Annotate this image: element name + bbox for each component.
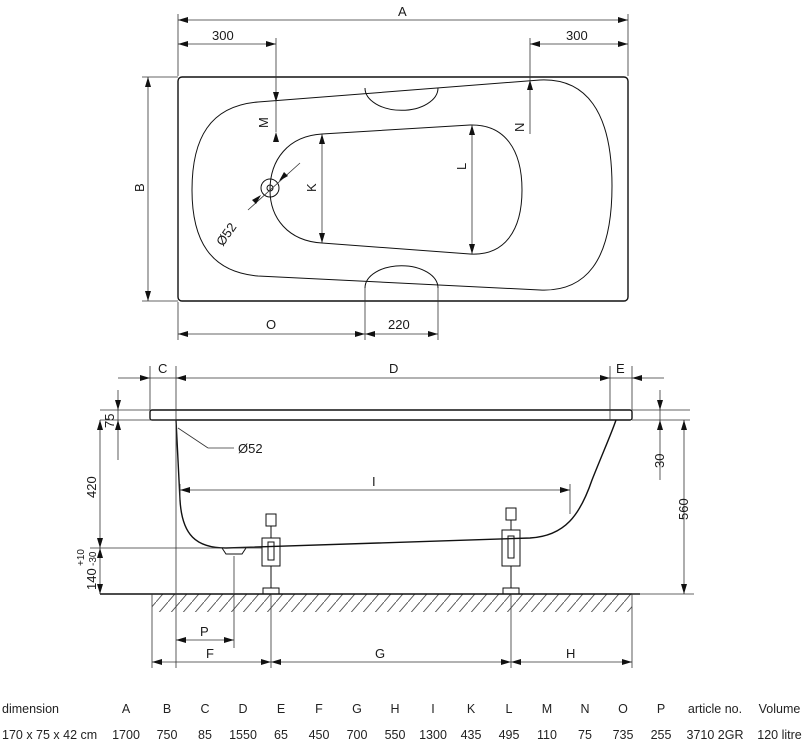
table-header-cell: G: [352, 702, 362, 716]
table-cell: 65: [274, 728, 288, 742]
dim-label-30: 30: [652, 454, 667, 468]
table-cell: 1550: [229, 728, 257, 742]
dim-label-f: F: [206, 646, 214, 661]
table-header-cell: E: [276, 702, 286, 716]
floor-hatch: [152, 594, 632, 612]
table-header-cell: H: [390, 702, 400, 716]
dim-label-300-left: 300: [212, 28, 234, 43]
table-header-cell: O: [618, 702, 628, 716]
table-cell: 1300: [419, 728, 447, 742]
table-cell: 170 x 75 x 42 cm: [2, 728, 98, 742]
table-header-row: dimension A B C D E F G H I K L M N O P …: [0, 696, 809, 722]
dim-label-a: A: [398, 4, 407, 19]
table-header-cell: C: [200, 702, 210, 716]
drain-center: [266, 184, 274, 192]
table-cell: 75: [578, 728, 592, 742]
dim-label-c: C: [158, 361, 167, 376]
table-cell: 1700: [112, 728, 140, 742]
foot-left: [261, 513, 281, 595]
handle-recess-top: [364, 87, 439, 111]
table-header-cell: Volume: [758, 702, 801, 716]
table-header-cell: K: [466, 702, 476, 716]
table-cell: 255: [650, 728, 672, 742]
bathtub-technical-drawing: Ø52 A 300 300 M N B: [76, 4, 694, 668]
table-cell: 120 litre: [757, 728, 802, 742]
table-header-cell: N: [580, 702, 590, 716]
overflow-diameter-label: Ø52: [238, 441, 263, 456]
plan-view: Ø52 A 300 300 M N B: [132, 4, 629, 340]
dim-label-560: 560: [676, 498, 691, 520]
dim-label-140: 140: [84, 568, 99, 590]
table-cell: 550: [384, 728, 406, 742]
dim-label-p: P: [200, 624, 209, 639]
dim-label-220: 220: [388, 317, 410, 332]
dim-label-g: G: [375, 646, 385, 661]
tub-rim: [149, 409, 633, 421]
table-header-cell: F: [315, 702, 323, 716]
table-row: 170 x 75 x 42 cm 1700 750 85 1550 65 450…: [0, 722, 809, 748]
dim-label-k: K: [304, 183, 319, 192]
table-header-cell: A: [121, 702, 131, 716]
dim-label-m: M: [256, 117, 271, 128]
tub-bottom-flat: [269, 124, 523, 255]
table-cell: 450: [308, 728, 330, 742]
table-cell: 435: [460, 728, 482, 742]
table-header-cell: dimension: [2, 702, 59, 716]
dimension-table: dimension A B C D E F G H I K L M N O P …: [0, 696, 809, 748]
dim-tolerance-minus: -30: [88, 551, 99, 566]
dim-label-h: H: [566, 646, 575, 661]
table-cell: 700: [346, 728, 368, 742]
table-cell: 110: [537, 728, 557, 742]
dim-label-75: 75: [102, 414, 117, 428]
table-cell: 85: [198, 728, 212, 742]
tub-body-profile: [175, 419, 617, 549]
dim-label-o: O: [266, 317, 276, 332]
dim-label-420: 420: [84, 476, 99, 498]
table-header-cell: L: [505, 702, 513, 716]
dim-label-l: L: [454, 163, 469, 170]
table-cell: 735: [612, 728, 634, 742]
table-cell: 3710 2GR: [686, 728, 744, 742]
dim-tolerance-plus: +10: [76, 549, 87, 566]
table-header-cell: P: [656, 702, 666, 716]
dim-label-n: N: [512, 123, 527, 132]
table-cell: 750: [156, 728, 178, 742]
side-view: Ø52 C D E 75 420 140 +10 -30: [76, 361, 694, 668]
dim-label-d: D: [389, 361, 398, 376]
tub-inner-basin: [191, 79, 613, 291]
tub-outer-rim: [177, 76, 629, 302]
table-header-cell: M: [541, 702, 553, 716]
table-header-cell: B: [162, 702, 172, 716]
table-header-cell: article no.: [687, 702, 743, 716]
dim-label-i: I: [372, 474, 376, 489]
table-header-cell: I: [431, 702, 435, 716]
dim-label-300-right: 300: [566, 28, 588, 43]
table-header-cell: D: [238, 702, 248, 716]
drain-circle: [260, 178, 280, 198]
foot-right: [501, 507, 521, 595]
dim-label-e: E: [616, 361, 625, 376]
table-cell: 495: [498, 728, 520, 742]
handle-recess-bottom: [364, 265, 439, 289]
dim-label-b: B: [132, 183, 147, 192]
drain-outlet: [221, 547, 247, 555]
drain-diameter-label: Ø52: [213, 220, 239, 249]
